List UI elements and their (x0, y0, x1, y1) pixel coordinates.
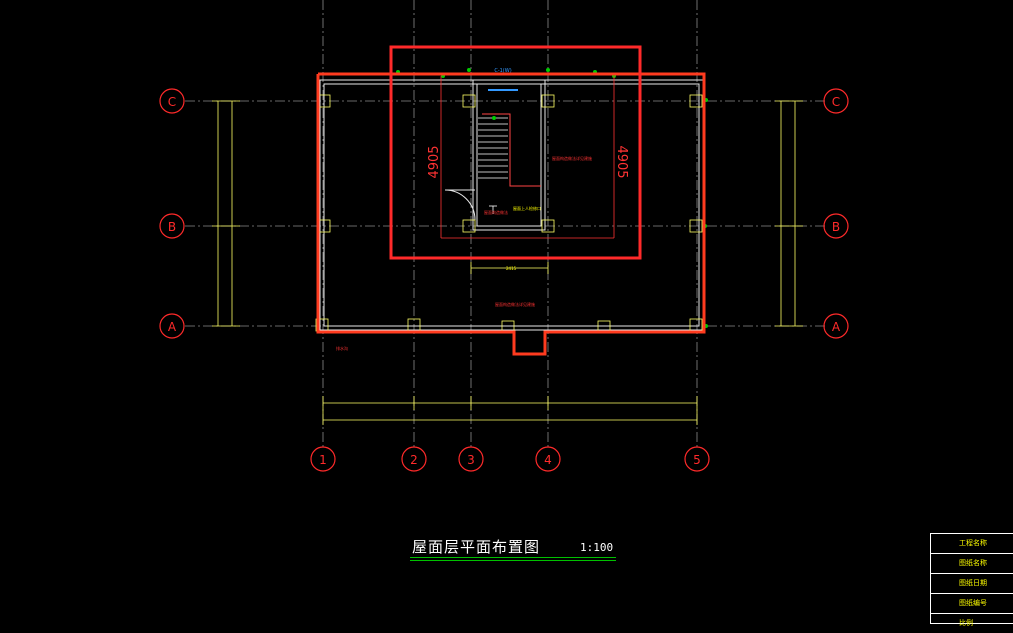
axis-label-4: 4 (544, 453, 552, 467)
annotations-red: 屋面构造做法详见建施 屋面构造做法 屋面构造做法详见建施 排水沟 (336, 155, 592, 351)
annotations-yellow: 屋面上人检修口 2415 (506, 205, 541, 271)
dimension-lines-left (212, 100, 240, 327)
title-block-row: 图纸日期 (931, 574, 1013, 594)
drawing-scale: 1:100 (580, 541, 614, 554)
roof-outline-highlight (316, 72, 706, 356)
axis-label-b-left: B (168, 220, 176, 234)
axis-label-b-right: B (832, 220, 840, 234)
stair-handrail (482, 113, 541, 187)
columns (315, 94, 703, 332)
axis-label-a-left: A (168, 320, 177, 334)
svg-text:屋面构造做法详见建施: 屋面构造做法详见建施 (552, 155, 592, 161)
stair-treads (478, 117, 508, 179)
axis-label-1: 1 (319, 453, 327, 467)
axis-label-c-right: C (832, 95, 840, 109)
title-underline (410, 557, 616, 558)
stair-highlight-box (389, 45, 642, 260)
title-block-row: 图纸名称 (931, 554, 1013, 574)
drawing-title: 屋面层平面布置图 (412, 538, 541, 556)
title-underline-2 (410, 560, 616, 561)
axis-bubbles (159, 88, 849, 472)
building-outline (319, 79, 704, 331)
axis-label-a-right: A (832, 320, 841, 334)
title-block-row: 工程名称 (931, 534, 1013, 554)
axis-labels: C B A C B A 1 2 3 4 5 (168, 95, 841, 467)
svg-text:排水沟: 排水沟 (336, 345, 348, 351)
axis-label-3: 3 (467, 453, 475, 467)
svg-text:屋面构造做法详见建施: 屋面构造做法详见建施 (495, 301, 535, 307)
axis-label-5: 5 (693, 453, 701, 467)
door-label: C-1(W) (494, 68, 511, 74)
dimension-lines-right (775, 100, 803, 327)
dim-stair-height-right: 4905 (614, 145, 629, 178)
dim-stair-width: 2415 (506, 266, 517, 271)
axis-label-c-left: C (168, 95, 176, 109)
dimension-lines-bottom (322, 262, 698, 425)
svg-text:屋面构造做法: 屋面构造做法 (484, 209, 508, 215)
stair-enclosure (444, 79, 546, 231)
title-block-row: 图纸编号 (931, 594, 1013, 614)
axis-label-2: 2 (410, 453, 418, 467)
title-block: 工程名称 图纸名称 图纸日期 图纸编号 比例 (930, 533, 1013, 627)
svg-text:屋面上人检修口: 屋面上人检修口 (513, 205, 541, 211)
dim-stair-height: 4905 (427, 145, 442, 178)
title-block-row: 比例 (959, 619, 973, 627)
